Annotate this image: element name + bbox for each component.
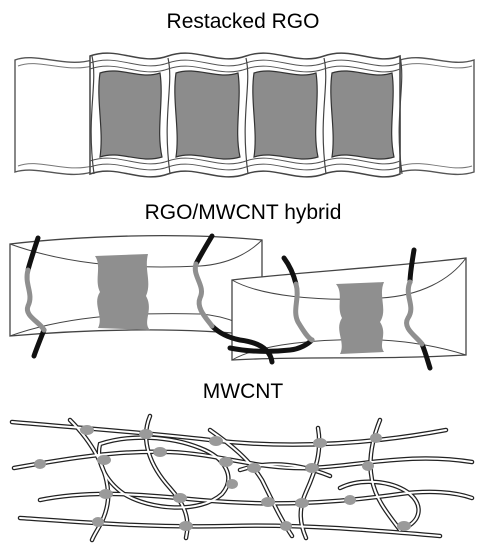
mwcnt-tube	[337, 479, 421, 531]
hybrid-diagram	[9, 233, 467, 371]
mwcnt-tube-core	[19, 517, 441, 537]
rgo-separator	[90, 55, 95, 175]
hybrid-cnt-gray	[24, 267, 47, 333]
mwcnt-junction	[226, 479, 238, 489]
mwcnt-title: MWCNT	[202, 380, 284, 403]
hybrid-cnt-gray	[404, 279, 425, 347]
mwcnt-junction	[179, 521, 193, 531]
rgo-separator	[398, 55, 403, 175]
rgo-stacked-cell	[330, 70, 395, 160]
mwcnt-junction	[99, 489, 113, 499]
mwcnt-junction	[313, 438, 327, 448]
rgo-sheet-left-line	[17, 163, 93, 169]
mwcnt-tube-core	[98, 436, 230, 509]
rgo-stacked-cell	[252, 70, 319, 160]
rgo-stack-layer	[89, 65, 401, 73]
rgo-sheet-right-line	[399, 63, 473, 69]
mwcnt-junction	[219, 457, 233, 467]
hybrid-cnt-dark	[227, 337, 315, 354]
mwcnt-junction	[153, 447, 167, 457]
mwcnt-tube-core	[69, 419, 110, 541]
mwcnt-junction	[97, 455, 111, 465]
mwcnt-diagram	[9, 413, 475, 543]
rgo-sheet-right-line	[399, 163, 473, 169]
rgo-stacked-cell	[98, 70, 163, 160]
mwcnt-tube-core	[209, 429, 293, 537]
hybrid-cnt-dark	[31, 327, 47, 359]
mwcnt-junction	[397, 521, 411, 531]
rgo-separator	[322, 57, 327, 175]
mwcnt-junction	[92, 517, 104, 527]
rgo-separator	[166, 57, 171, 175]
mwcnt-junctions	[34, 425, 411, 531]
rgo-separator	[244, 57, 249, 175]
mwcnt-junction	[173, 493, 187, 503]
rgo-stack-layer	[89, 163, 401, 171]
mwcnt-junction	[362, 461, 374, 471]
mwcnt-junction	[305, 463, 319, 473]
rgo-mwcnt-hybrid-title: RGO/MWCNT hybrid	[144, 201, 342, 224]
mwcnt-junction	[80, 425, 94, 435]
rgo-sheet-left	[14, 56, 93, 176]
mwcnt-junction	[344, 495, 356, 505]
mwcnt-junction	[247, 463, 261, 473]
hybrid-cnt-gray	[293, 281, 315, 343]
mwcnt-junction	[261, 497, 275, 507]
rgo-stack-layer	[89, 59, 401, 67]
rgo-stacked-cell	[174, 70, 241, 160]
restacked-rgo-diagram	[14, 52, 475, 178]
mwcnt-junction	[280, 521, 292, 531]
hybrid-stacked-region	[95, 254, 150, 330]
hybrid-sheet-left-fold	[9, 239, 263, 268]
mwcnt-junction	[209, 436, 223, 446]
hybrid-cnt-dark	[419, 341, 433, 371]
hybrid-cnt-gray	[192, 261, 215, 329]
restacked-rgo-title: Restacked RGO	[166, 10, 320, 33]
rgo-sheet-left-line	[17, 63, 93, 69]
mwcnt-tube-core	[13, 450, 473, 470]
mwcnt-junction	[370, 433, 382, 443]
mwcnt-junction	[139, 429, 153, 439]
rgo-sheet-right	[399, 56, 475, 176]
mwcnt-tube-core	[339, 480, 420, 529]
hybrid-stacked-region	[336, 282, 384, 354]
mwcnt-junction	[34, 459, 46, 469]
mwcnt-junction	[295, 498, 309, 508]
